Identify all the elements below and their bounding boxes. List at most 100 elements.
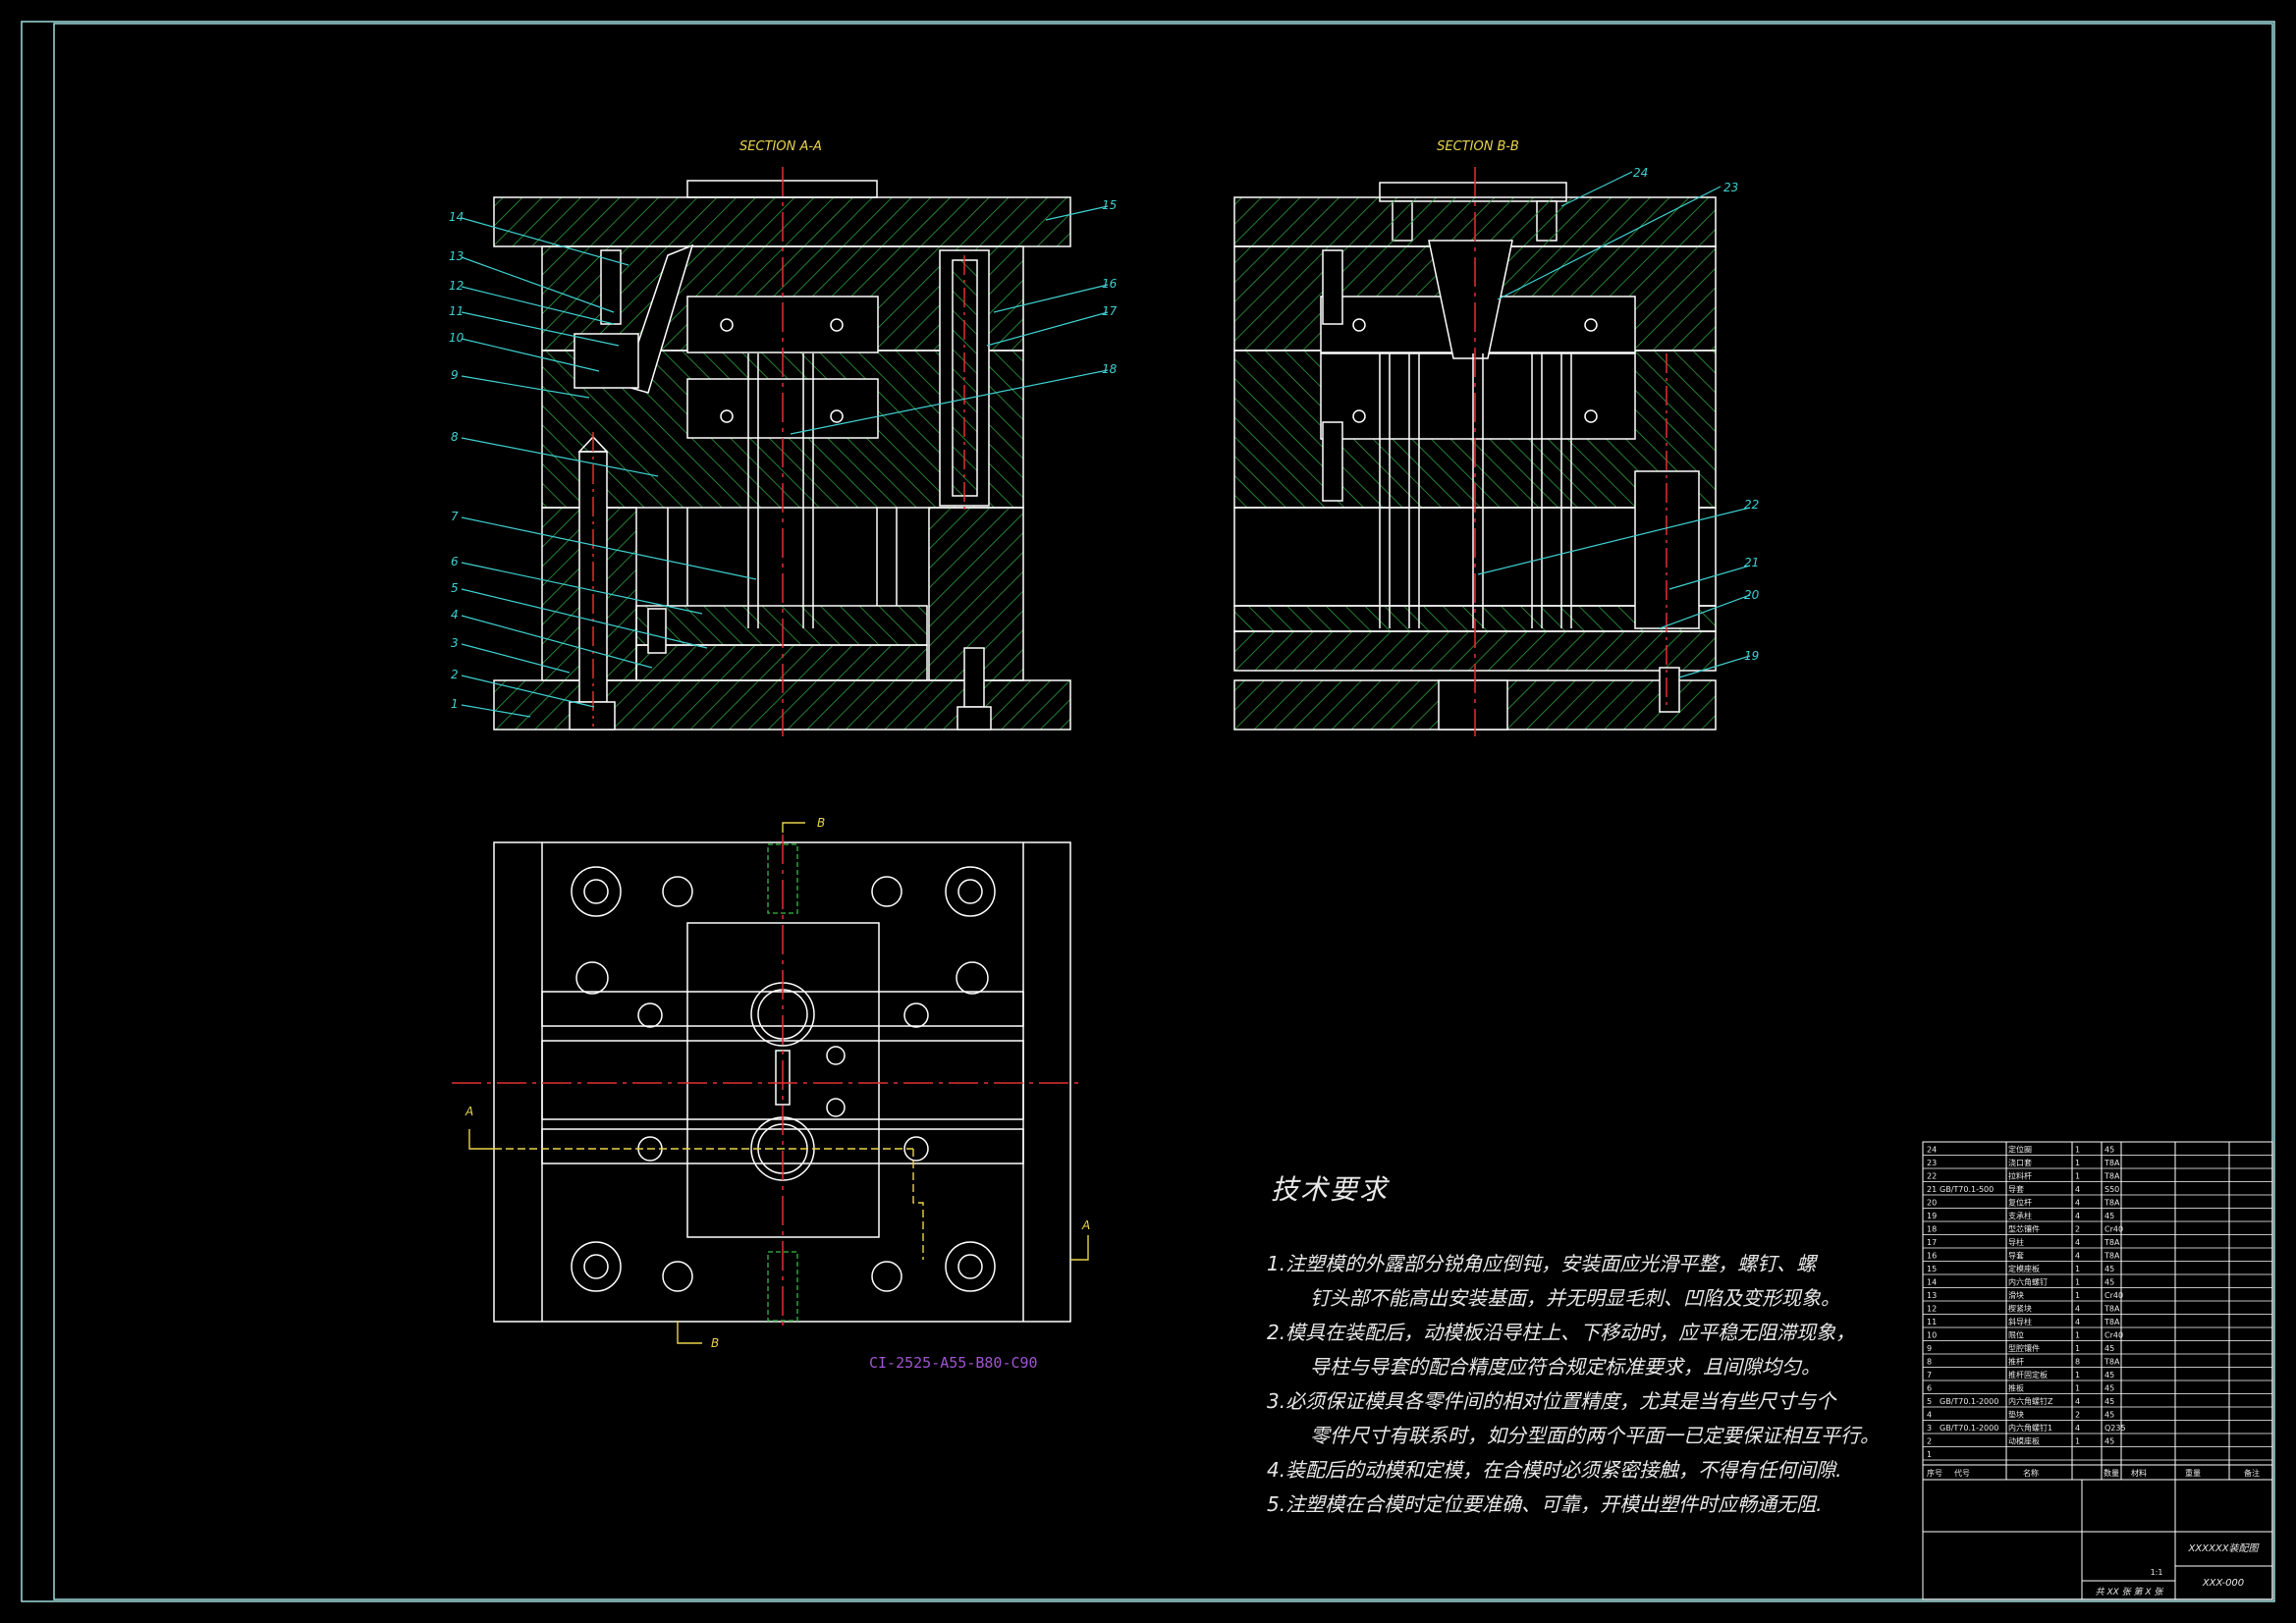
bom-cell-mat: T8A <box>2104 1238 2120 1247</box>
callout-6: 6 <box>451 555 459 568</box>
bom-cell-mat: 45 <box>2105 1212 2114 1220</box>
bom-cell-name: 复位杆 <box>2008 1198 2032 1208</box>
callout-8: 8 <box>451 430 459 444</box>
bom-cell-qty: 1 <box>2075 1265 2080 1273</box>
bom-cell-name: 斜导柱 <box>2008 1317 2032 1326</box>
bom-cell-no: 20 <box>1927 1199 1937 1208</box>
bom-cell-qty: 1 <box>2075 1291 2080 1300</box>
title-block: XXXXXX装配图 XXX-000 1:1 共 XX 张 第 X 张 <box>2096 1542 2261 1597</box>
bom-cell-no: 9 <box>1927 1344 1932 1353</box>
bom-cell-name: 垫块 <box>2008 1410 2024 1420</box>
requirement-line: 导柱与导套的配合精度应符合规定标准要求，且间隙均匀。 <box>1310 1355 1821 1379</box>
bom-cell-qty: 1 <box>2075 1371 2080 1380</box>
bom-table <box>1922 1141 2273 1600</box>
callout-17: 17 <box>1102 304 1118 318</box>
bom-cell-no: 1 <box>1927 1450 1932 1459</box>
bom-cell-qty: 4 <box>2075 1397 2080 1406</box>
bom-cell-no: 14 <box>1927 1278 1937 1287</box>
bom-cell-qty: 4 <box>2075 1305 2080 1314</box>
plan-view <box>452 835 1080 1330</box>
bom-cell-no: 7 <box>1927 1371 1932 1380</box>
sheet-count: 共 XX 张 第 X 张 <box>2096 1587 2165 1597</box>
callout-22: 22 <box>1744 498 1759 512</box>
bom-cell-name: 型芯镶件 <box>2008 1224 2040 1234</box>
section-a-callouts: 14 13 12 11 10 9 8 7 6 5 4 3 2 1 15 16 1… <box>449 198 1118 711</box>
bom-cell-name: 滑块 <box>2008 1290 2024 1300</box>
bom-cell-no: 12 <box>1927 1305 1937 1314</box>
bom-cell-no: 6 <box>1927 1384 1932 1393</box>
bom-cell-mat: Cr40 <box>2105 1291 2123 1300</box>
bom-cell-name: 型腔镶件 <box>2008 1343 2040 1353</box>
bom-cell-mat: 45 <box>2105 1384 2114 1393</box>
bom-cell-name: 内六角螺钉1 <box>2008 1423 2052 1433</box>
callout-9: 9 <box>451 368 459 382</box>
bom-cell-mat: 45 <box>2105 1146 2114 1155</box>
callout-11: 11 <box>449 304 464 318</box>
bom-cell-no: 15 <box>1927 1265 1937 1273</box>
bom-cell-no: 21 <box>1927 1185 1937 1194</box>
bom-cell-no: 2 <box>1927 1437 1932 1446</box>
bom-cell-name: 拉料杆 <box>2008 1171 2032 1181</box>
bom-cell-no: 18 <box>1927 1225 1937 1234</box>
bom-cell-qty: 4 <box>2075 1212 2080 1220</box>
bom-cell-no: 3 <box>1927 1424 1932 1433</box>
callout-19: 19 <box>1744 649 1759 663</box>
bom-cell-mat: T8A <box>2104 1252 2120 1261</box>
cut-markers <box>468 822 1089 1344</box>
bom-cell-mat: S50 <box>2105 1185 2119 1194</box>
callout-12: 12 <box>449 279 464 293</box>
bom-cell-no: 4 <box>1927 1411 1932 1420</box>
bom-cell-name: 推杆 <box>2008 1357 2024 1367</box>
mold-base-code: CI-2525-A55-B80-C90 <box>869 1354 1038 1372</box>
bom-cell-qty: 1 <box>2075 1384 2080 1393</box>
section-a-leaders <box>461 205 1109 718</box>
bom-cell-mat: 45 <box>2105 1265 2114 1273</box>
bom-cell-qty: 4 <box>2075 1238 2080 1247</box>
cut-labels: B B A A <box>465 816 1090 1350</box>
bom-cell-qty: 4 <box>2075 1185 2080 1194</box>
callout-21: 21 <box>1744 556 1759 569</box>
bom-cell-std: GB/T70.1-2000 <box>1940 1397 1998 1406</box>
bom-header-name: 名称 <box>2023 1468 2039 1478</box>
bom-cell-name: 内六角螺钉 <box>2008 1277 2048 1287</box>
callout-20: 20 <box>1744 588 1760 602</box>
requirement-line: 4.装配后的动模和定模，在合模时必须紧密接触，不得有任何间隙. <box>1267 1458 1842 1482</box>
callout-5: 5 <box>451 581 459 595</box>
bom-cell-no: 22 <box>1927 1172 1937 1181</box>
bom-cell-name: 导柱 <box>2008 1237 2024 1247</box>
callout-24: 24 <box>1633 166 1648 180</box>
callout-18: 18 <box>1102 362 1118 376</box>
bom-cell-mat: 45 <box>2105 1278 2114 1287</box>
requirement-line: 1.注塑模的外露部分锐角应倒钝，安装面应光滑平整，螺钉、螺 <box>1267 1252 1817 1275</box>
bom-cell-mat: 45 <box>2105 1371 2114 1380</box>
bom-cell-no: 16 <box>1927 1252 1937 1261</box>
bom-cell-qty: 4 <box>2075 1424 2080 1433</box>
bom-cell-no: 17 <box>1927 1238 1937 1247</box>
requirement-line: 5.注塑模在合模时定位要准确、可靠，开模出塑件时应畅通无阻. <box>1267 1492 1823 1516</box>
bom-cell-no: 19 <box>1927 1212 1937 1220</box>
bom-cell-mat: T8A <box>2104 1159 2120 1167</box>
bom-header-note: 备注 <box>2244 1468 2260 1478</box>
bom-cell-mat: Cr40 <box>2105 1225 2123 1234</box>
bom-header-no: 序号 <box>1927 1468 1942 1478</box>
bom-cell-qty: 1 <box>2075 1437 2080 1446</box>
bom-cell-name: 定位圈 <box>2008 1145 2032 1155</box>
cut-label-bottom: B <box>711 1336 719 1350</box>
requirement-line: 零件尺寸有联系时，如分型面的两个平面一已定要保证相互平行。 <box>1310 1424 1880 1447</box>
cut-label-left: A <box>465 1105 473 1118</box>
outer-frame <box>21 21 2275 1602</box>
bom-cell-name: 推板 <box>2008 1383 2024 1393</box>
drawing-scale: 1:1 <box>2151 1568 2163 1577</box>
callout-10: 10 <box>449 331 465 345</box>
section-a-title: SECTION A-A <box>739 139 822 154</box>
bom-cell-qty: 1 <box>2075 1146 2080 1155</box>
callout-23: 23 <box>1723 181 1738 194</box>
bom-cell-std: GB/T70.1-2000 <box>1940 1424 1998 1433</box>
bom-cell-name: 浇口套 <box>2008 1158 2032 1167</box>
bom-cell-mat: 45 <box>2105 1344 2114 1353</box>
callout-3: 3 <box>451 636 459 650</box>
bom-cell-qty: 4 <box>2075 1318 2080 1326</box>
bom-cell-mat: T8A <box>2104 1172 2120 1181</box>
requirements-title: 技术要求 <box>1271 1173 1390 1206</box>
